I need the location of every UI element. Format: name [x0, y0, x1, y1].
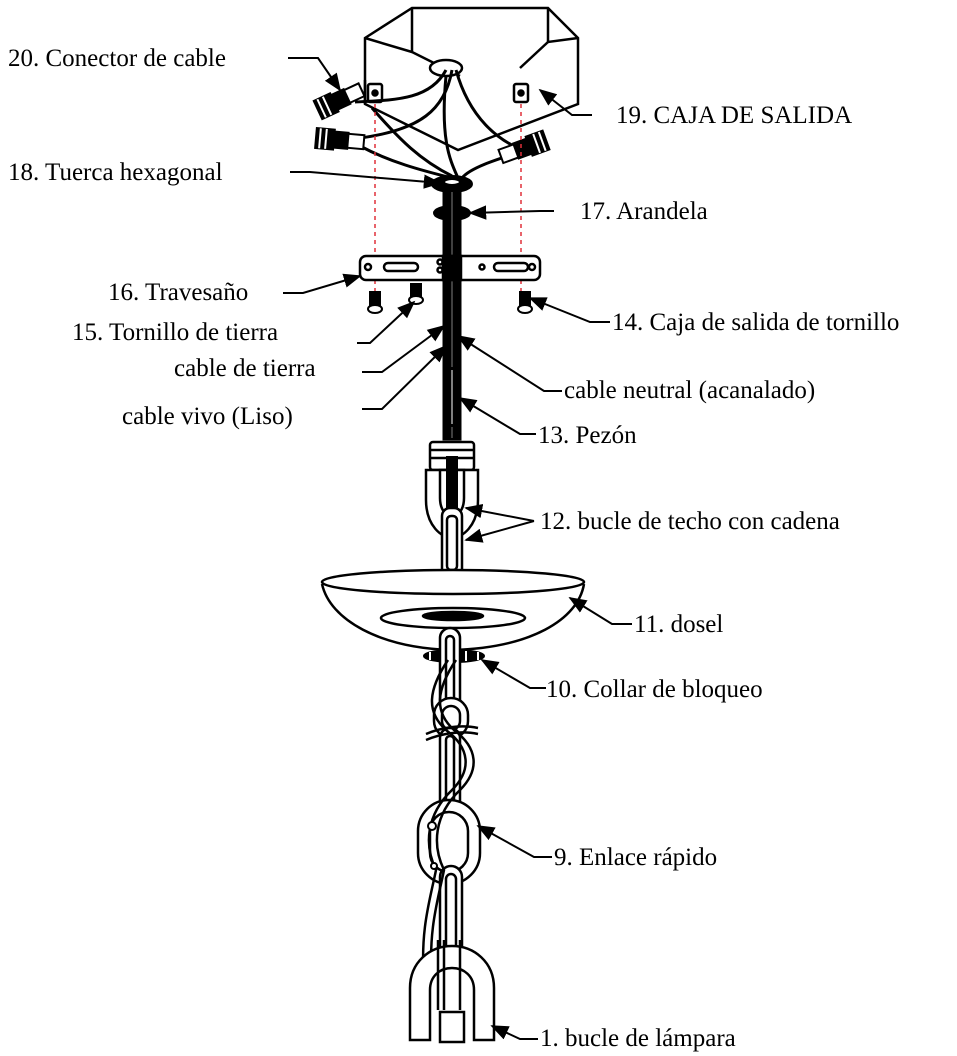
leader-19: [538, 88, 592, 116]
leader-13: [458, 397, 536, 435]
leader-15: [357, 300, 416, 344]
leader-1: [490, 1025, 538, 1040]
screw-left: [367, 291, 383, 314]
label-caja-salida-tornillo: 14. Caja de salida de tornillo: [612, 309, 900, 336]
leader-tierra: [362, 324, 446, 373]
leader-12a: [464, 503, 535, 522]
crossbar: [358, 254, 542, 282]
label-cable-vivo: cable vivo (Liso): [122, 403, 293, 430]
hex-nut: [431, 175, 473, 193]
label-conector-cable: 20. Conector de cable: [8, 45, 226, 72]
canopy: [320, 568, 586, 652]
label-bucle-lampara: 1. bucle de lámpara: [540, 1025, 736, 1052]
label-travesano: 16. Travesaño: [108, 279, 249, 306]
leader-14: [528, 297, 610, 323]
wire-connector-1: [312, 82, 366, 121]
outlet-box: [363, 6, 580, 152]
label-cable-neutral: cable neutral (acanalado): [564, 377, 816, 404]
leader-9: [476, 825, 552, 858]
ground-screw: [408, 283, 424, 305]
leader-12b: [464, 520, 535, 543]
leader-16: [283, 273, 362, 294]
label-enlace-rapido: 9. Enlace rápido: [554, 844, 718, 871]
leader-neutral: [456, 335, 562, 392]
screw-right: [517, 291, 533, 314]
wire-connector-2: [314, 126, 366, 151]
ceiling-loop: [424, 440, 480, 580]
leader-18: [290, 171, 442, 189]
chain: [416, 626, 482, 968]
quick-link: [427, 821, 438, 870]
leader-vivo: [362, 344, 448, 410]
leader-20: [288, 57, 342, 92]
label-arandela: 17. Arandela: [580, 198, 708, 225]
nipple: [443, 367, 461, 427]
wire-connector-3: [497, 129, 551, 165]
label-pezon: 13. Pezón: [538, 422, 637, 449]
label-collar-bloqueo: 10. Collar de bloqueo: [546, 676, 763, 703]
label-dosel: 11. dosel: [634, 611, 724, 638]
leader-11: [568, 597, 632, 625]
label-bucle-techo: 12. bucle de techo con cadena: [540, 508, 840, 535]
leader-lines: [283, 57, 632, 1040]
label-caja-salida: 19. CAJA DE SALIDA: [616, 102, 853, 129]
leader-10: [480, 659, 546, 689]
label-tuerca-hexagonal: 18. Tuerca hexagonal: [8, 159, 223, 186]
label-cable-tierra: cable de tierra: [174, 355, 316, 382]
lamp-loop: [408, 940, 496, 1044]
chain-cord: [421, 659, 479, 981]
leader-17: [468, 205, 554, 220]
label-tornillo-tierra: 15. Tornillo de tierra: [72, 319, 279, 346]
